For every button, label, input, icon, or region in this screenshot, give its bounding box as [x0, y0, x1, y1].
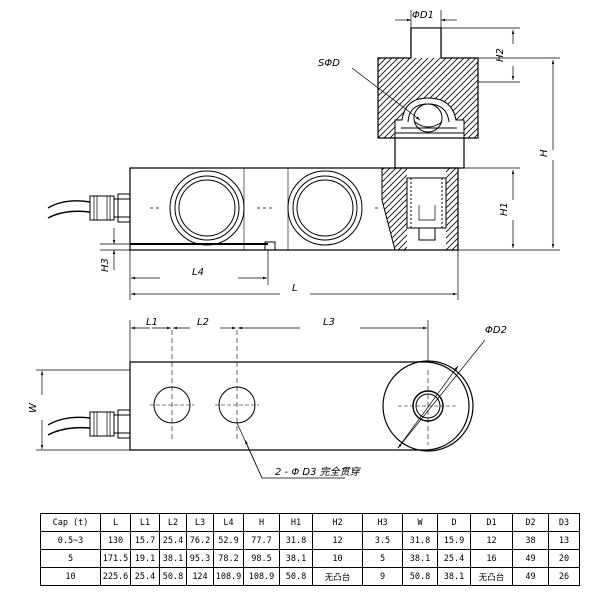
table-cell: 19.1 — [130, 549, 160, 568]
beam-body — [129, 167, 459, 251]
table-cell: 130 — [100, 531, 131, 550]
table-cell: 15.9 — [437, 531, 471, 550]
load-cell-technical-drawing: ΦD1 SΦD H2 H H1 H3 L4 L — [28, 10, 560, 479]
table-cell: 0.5~3 — [40, 531, 101, 550]
table-row: 5 171.5 19.1 38.1 95.3 78.2 98.5 38.1 10… — [40, 549, 580, 568]
top-view — [36, 320, 486, 479]
dim-label-w: W — [28, 402, 39, 413]
cable-gland-top — [47, 409, 131, 439]
table-cell: 50.8 — [402, 567, 438, 586]
table-cell: 108.9 — [243, 567, 280, 586]
dim-label-h3: H3 — [100, 258, 111, 272]
header-cell: L — [100, 513, 131, 532]
dim-label-h2: H2 — [495, 48, 506, 62]
header-cell: W — [402, 513, 438, 532]
table-cell: 26 — [548, 567, 580, 586]
top-dimension-lines — [36, 320, 486, 479]
table-cell: 124 — [186, 567, 214, 586]
header-cell: H — [243, 513, 280, 532]
dim-label-l4: L4 — [192, 267, 204, 278]
table-row: 0.5~3 130 15.7 25.4 76.2 52.9 77.7 31.8 … — [40, 531, 580, 550]
table-cell: 38.1 — [437, 567, 471, 586]
header-cell: H2 — [312, 513, 363, 532]
table-cell: 12 — [312, 531, 363, 550]
side-view — [47, 10, 560, 300]
header-cell: D — [437, 513, 471, 532]
dim-label-d1: ΦD1 — [412, 10, 434, 21]
table-cell: 171.5 — [100, 549, 131, 568]
table-cell: 3.5 — [362, 531, 403, 550]
table-header-row: Cap (t) L L1 L2 L3 L4 H H1 H2 H3 W D D1 … — [40, 513, 580, 532]
header-cell: D3 — [548, 513, 580, 532]
table-cell: 20 — [548, 549, 580, 568]
header-cell: D1 — [470, 513, 513, 532]
table-cell: 38.1 — [279, 549, 313, 568]
table-cell: 50.8 — [159, 567, 187, 586]
table-cell: 25.4 — [159, 531, 187, 550]
table-cell: 77.7 — [243, 531, 280, 550]
table-cell: 38.1 — [159, 549, 187, 568]
table-cell: 38.1 — [402, 549, 438, 568]
table-cell: 9 — [362, 567, 403, 586]
dim-label-l: L — [292, 283, 298, 294]
table-row: 10 225.6 25.4 50.8 124 108.9 108.9 50.8 … — [40, 567, 580, 586]
header-cell: L2 — [159, 513, 187, 532]
table-cell: 15.7 — [130, 531, 160, 550]
table-cell: 25.4 — [437, 549, 471, 568]
table-cell: 49 — [512, 567, 549, 586]
dim-label-sd: SΦD — [318, 58, 340, 69]
table-cell: 31.8 — [279, 531, 313, 550]
header-cell: L3 — [186, 513, 214, 532]
table-cell: 225.6 — [100, 567, 131, 586]
table-cell: 5 — [40, 549, 101, 568]
table-cell: 95.3 — [186, 549, 214, 568]
header-cell: L1 — [130, 513, 160, 532]
table-cell: 49 — [512, 549, 549, 568]
cable-gland-side — [47, 193, 131, 223]
table-cell: 108.9 — [213, 567, 244, 586]
header-cell: Cap (t) — [40, 513, 101, 532]
side-dimension-lines — [100, 10, 560, 300]
holes-note: 2 - Φ D3 完全贯穿 — [275, 466, 362, 478]
dim-label-l3: L3 — [323, 317, 335, 328]
table-cell: 无凸台 — [312, 567, 363, 586]
table-cell: 10 — [40, 567, 101, 586]
table-cell: 5 — [362, 549, 403, 568]
table-cell: 12 — [470, 531, 513, 550]
loading-fixture-section — [377, 27, 479, 169]
header-cell: L4 — [213, 513, 244, 532]
header-cell: D2 — [512, 513, 549, 532]
table-cell: 16 — [470, 549, 513, 568]
table-cell: 52.9 — [213, 531, 244, 550]
table-cell: 13 — [548, 531, 580, 550]
table-cell: 25.4 — [130, 567, 160, 586]
table-cell: 98.5 — [243, 549, 280, 568]
dim-label-h1: H1 — [499, 202, 510, 216]
table-cell: 78.2 — [213, 549, 244, 568]
dim-label-l1: L1 — [146, 317, 158, 328]
table-cell: 50.8 — [279, 567, 313, 586]
table-cell: 76.2 — [186, 531, 214, 550]
table-cell: 38 — [512, 531, 549, 550]
beam-body-top — [129, 330, 474, 452]
table-cell: 31.8 — [402, 531, 438, 550]
dim-label-d2: ΦD2 — [485, 325, 507, 336]
table-cell: 10 — [312, 549, 363, 568]
dim-label-l2: L2 — [197, 317, 209, 328]
dimension-spec-table: Cap (t) L L1 L2 L3 L4 H H1 H2 H3 W D D1 … — [40, 513, 580, 586]
dim-label-h: H — [539, 149, 550, 157]
header-cell: H3 — [362, 513, 403, 532]
table-cell: 无凸台 — [470, 567, 513, 586]
header-cell: H1 — [279, 513, 313, 532]
